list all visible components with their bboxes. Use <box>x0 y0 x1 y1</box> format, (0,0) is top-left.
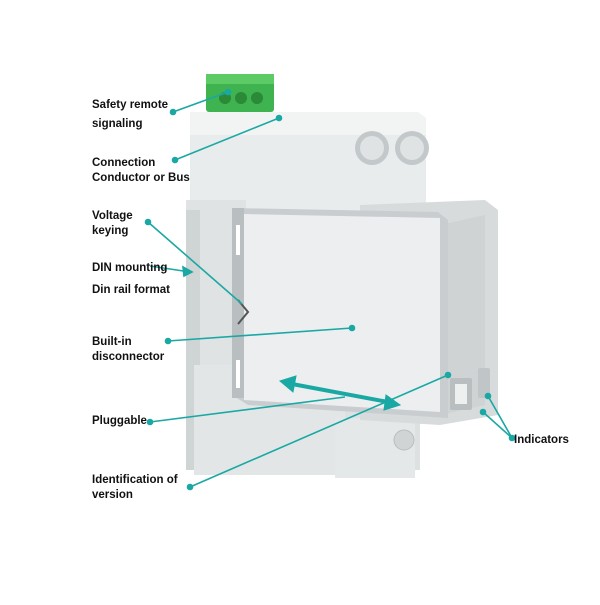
label-line: Conductor or Bus <box>92 172 190 184</box>
callout-line-safety-remote <box>172 91 229 113</box>
green-terminal-block <box>206 74 274 112</box>
callout-line-voltage-keying <box>147 221 243 305</box>
label-voltage-keying: Voltage keying <box>92 209 133 239</box>
label-line: Built-in <box>92 336 132 348</box>
arrow-head <box>182 265 194 278</box>
callout-line-pluggable <box>149 396 346 423</box>
label-line: version <box>92 489 133 501</box>
label-line: Connection <box>92 157 156 169</box>
label-din-rail-format: Din rail format <box>92 283 170 298</box>
callout-dot <box>224 88 232 96</box>
label-line: disconnector <box>92 351 165 363</box>
label-line: Identification of <box>92 474 178 486</box>
label-line: keying <box>92 225 129 237</box>
label-line: DIN mounting <box>92 262 168 274</box>
label-pluggable: Pluggable <box>92 414 147 429</box>
label-line: Voltage <box>92 210 133 222</box>
label-line: Pluggable <box>92 415 147 427</box>
pluggable-cartridge <box>232 208 448 418</box>
callout-line-identification <box>189 374 449 488</box>
plug-direction-arrow <box>278 375 402 411</box>
label-line: Indicators <box>514 434 569 446</box>
label-safety-remote: Safety remote signaling <box>92 98 168 132</box>
callout-dot <box>169 108 177 116</box>
label-line: Safety remote <box>92 99 169 111</box>
label-connection: Connection Conductor or Bus <box>92 156 190 186</box>
callout-line-built-in <box>167 327 353 342</box>
callout-line-indicators <box>487 395 513 439</box>
callout-line-connection <box>174 117 280 161</box>
label-line: Din rail format <box>92 284 170 296</box>
label-identification: Identification of version <box>92 473 178 503</box>
label-din-mounting: DIN mounting <box>92 261 167 276</box>
label-line: signaling <box>92 118 143 130</box>
label-built-in: Built-in disconnector <box>92 335 164 365</box>
label-indicators: Indicators <box>514 433 569 448</box>
